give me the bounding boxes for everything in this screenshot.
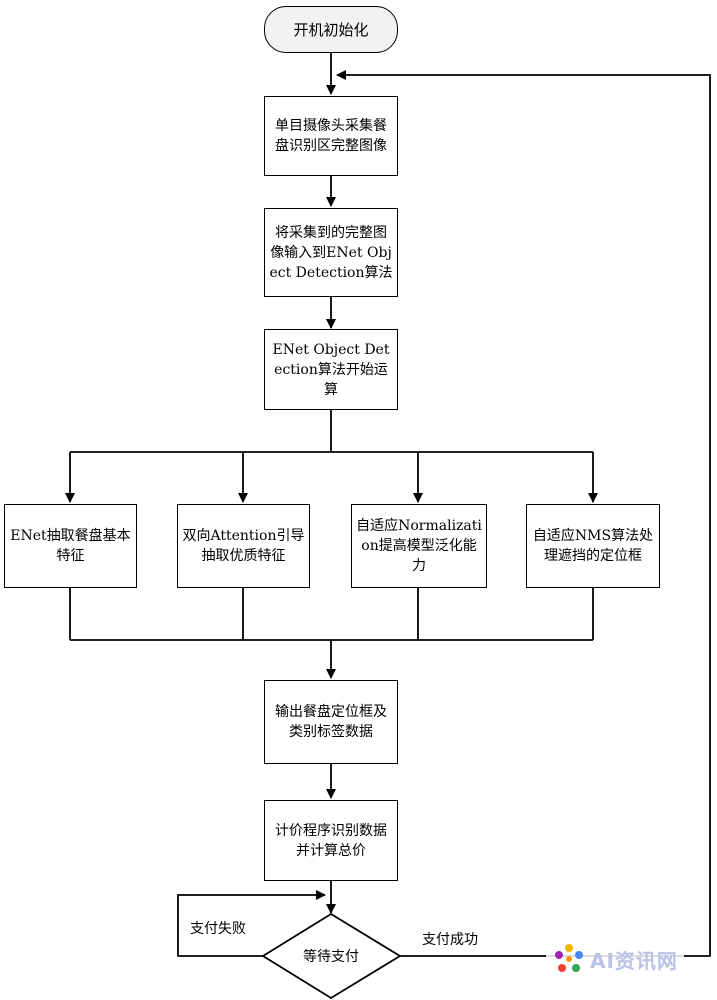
branch-nms-label: 自适应NMS算法处理遮挡的定位框 bbox=[532, 528, 654, 564]
decision-label: 等待支付 bbox=[303, 949, 359, 965]
branch-attention-node: 双向Attention引导抽取优质特征 bbox=[177, 504, 310, 588]
arrow-payment-failed-loop bbox=[177, 890, 326, 957]
branch-enet-feature-label: ENet抽取餐盘基本特征 bbox=[10, 528, 131, 564]
price-calculation-node: 计价程序识别数据并计算总价 bbox=[264, 800, 398, 881]
algorithm-run-label: ENet Object Detection算法开始运算 bbox=[272, 341, 390, 398]
watermark: AI资讯网 bbox=[546, 940, 684, 978]
price-calculation-label: 计价程序识别数据并计算总价 bbox=[275, 822, 387, 859]
branch-nms-node: 自适应NMS算法处理遮挡的定位框 bbox=[526, 504, 660, 588]
output-data-node: 输出餐盘定位框及类别标签数据 bbox=[264, 680, 398, 764]
capture-image-label: 单目摄像头采集餐盘识别区完整图像 bbox=[275, 118, 387, 154]
payment-success-label: 支付成功 bbox=[422, 932, 478, 948]
algorithm-run-node: ENet Object Detection算法开始运算 bbox=[264, 329, 398, 410]
decision-diamond bbox=[261, 912, 402, 1000]
output-data-label: 输出餐盘定位框及类别标签数据 bbox=[275, 704, 387, 740]
branch-normalization-label: 自适应Normalization提高模型泛化能力 bbox=[356, 518, 482, 574]
watermark-text: AI资讯网 bbox=[590, 948, 678, 973]
input-to-algorithm-node: 将采集到的完整图像输入到ENet Object Detection算法 bbox=[264, 208, 398, 297]
payment-failed-label: 支付失败 bbox=[190, 921, 246, 937]
input-to-algorithm-label: 将采集到的完整图像输入到ENet Object Detection算法 bbox=[269, 224, 393, 281]
start-node-label: 开机初始化 bbox=[293, 21, 369, 39]
branch-enet-feature-node: ENet抽取餐盘基本特征 bbox=[4, 504, 137, 588]
capture-image-node: 单目摄像头采集餐盘识别区完整图像 bbox=[264, 96, 398, 176]
colorful-dots-logo-icon bbox=[555, 944, 583, 972]
branch-normalization-node: 自适应Normalization提高模型泛化能力 bbox=[351, 504, 487, 588]
start-node: 开机初始化 bbox=[264, 6, 398, 53]
branch-attention-label: 双向Attention引导抽取优质特征 bbox=[182, 528, 305, 564]
